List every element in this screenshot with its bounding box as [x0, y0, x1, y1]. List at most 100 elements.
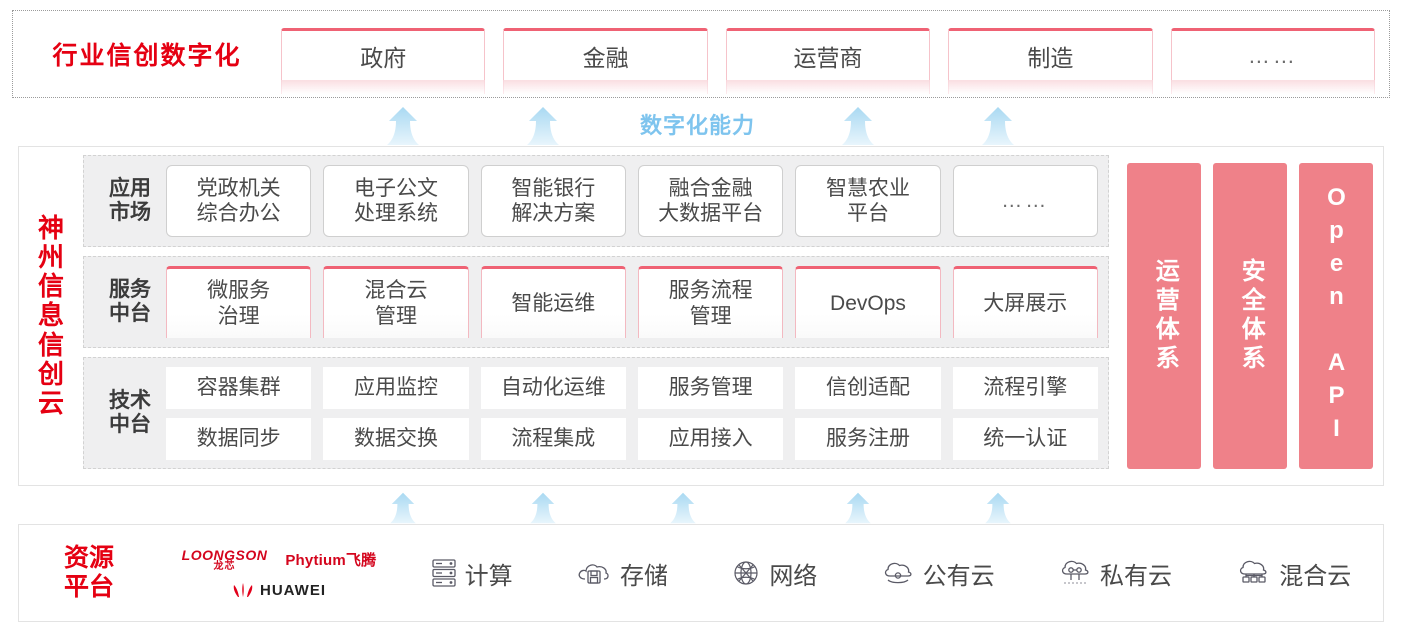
up-arrow-icon — [390, 492, 416, 524]
platform-pillars: 运营体系 安全体系 Open API — [1119, 155, 1373, 477]
resource-band: 资源 平台 LOONGSON 龙芯 Phytium飞腾 HUAWEI — [18, 524, 1384, 622]
industry-card-manufacturing[interactable]: 制造 — [948, 28, 1154, 94]
app-card-more[interactable]: …… — [952, 165, 1098, 237]
resource-item-public-cloud[interactable]: 公有云 — [881, 556, 995, 591]
tech-card-grid: 容器集群 应用监控 自动化运维 服务管理 信创适配 流程引擎 数据同步 数据交换… — [166, 366, 1098, 460]
up-arrow-icon — [530, 492, 556, 524]
vendor-logo-row: LOONGSON 龙芯 Phytium飞腾 — [182, 548, 377, 572]
tech-card-automated-ops[interactable]: 自动化运维 — [480, 366, 626, 409]
card-line1: 智慧农业 — [825, 176, 910, 200]
resource-arrow-strip — [0, 488, 1402, 524]
pillar-label: 安全体系 — [1237, 258, 1265, 374]
service-card-big-screen[interactable]: 大屏展示 — [952, 266, 1098, 338]
vendor-logo-row: HUAWEI — [232, 582, 326, 599]
service-card-process-mgmt[interactable]: 服务流程 管理 — [637, 266, 784, 338]
service-card-microservice-governance[interactable]: 微服务 治理 — [166, 266, 312, 338]
server-icon — [432, 559, 456, 587]
tech-card-process-engine[interactable]: 流程引擎 — [952, 366, 1098, 409]
loongson-logo-cn: 龙芯 — [213, 560, 236, 572]
industry-card-telecom[interactable]: 运营商 — [725, 28, 931, 94]
industry-band: 行业信创数字化 政府 金融 运营商 制造 …… — [12, 10, 1390, 98]
app-card-edoc-system[interactable]: 电子公文 处理系统 — [323, 165, 469, 237]
platform-title-char: 云 — [37, 387, 64, 418]
loongson-logo-en: LOONGSON — [181, 546, 268, 563]
layer-tech-platform: 技术 中台 容器集群 应用监控 自动化运维 服务管理 信创适配 流程引擎 — [83, 357, 1109, 469]
service-card-devops[interactable]: DevOps — [795, 266, 941, 338]
tech-card-service-registry[interactable]: 服务注册 — [795, 417, 941, 460]
platform-title: 神 州 信 息 信 创 云 — [19, 147, 83, 485]
card-line2: 综合办公 — [196, 202, 281, 225]
platform-title-char: 神 — [37, 213, 64, 244]
card-line2: 治理 — [217, 304, 260, 328]
resource-title-line2: 平台 — [63, 573, 114, 601]
tech-card-process-integration[interactable]: 流程集成 — [480, 417, 626, 460]
tech-card-data-exchange[interactable]: 数据交换 — [323, 417, 469, 460]
up-arrow-icon — [985, 492, 1011, 524]
app-card-smart-agriculture[interactable]: 智慧农业 平台 — [795, 165, 941, 237]
resource-item-storage[interactable]: 存储 — [576, 556, 668, 591]
tech-card-row: 容器集群 应用监控 自动化运维 服务管理 信创适配 流程引擎 — [166, 366, 1098, 409]
industry-card-government[interactable]: 政府 — [281, 28, 486, 94]
industry-card-label: …… — [1247, 42, 1298, 68]
tech-card-unified-auth[interactable]: 统一认证 — [952, 417, 1098, 460]
tech-card-container-cluster[interactable]: 容器集群 — [166, 366, 312, 409]
platform-body: 应用 市场 党政机关 综合办公 电子公文 处理系统 智能银行 解决方案 — [83, 147, 1383, 485]
card-line1: 电子公文 — [353, 176, 438, 200]
hybrid-cloud-icon — [1240, 560, 1267, 583]
card-line1: …… — [1001, 189, 1050, 213]
tech-card-service-mgmt[interactable]: 服务管理 — [637, 366, 784, 409]
tech-card-app-monitoring[interactable]: 应用监控 — [323, 366, 469, 409]
pillar-open-api[interactable]: Open API — [1299, 163, 1373, 469]
pillar-operation-system[interactable]: 运营体系 — [1127, 163, 1201, 469]
card-line1: 智能银行 — [511, 176, 596, 200]
resource-item-network[interactable]: 网络 — [731, 556, 817, 591]
tech-card-data-sync[interactable]: 数据同步 — [166, 417, 312, 460]
card-line1: 混合云 — [364, 279, 428, 303]
layer-service-platform: 服务 中台 微服务 治理 混合云 管理 智能运维 服务流程 — [83, 256, 1109, 348]
public-cloud-icon — [884, 562, 912, 584]
card-line2: 解决方案 — [511, 202, 596, 225]
card-line1: DevOps — [830, 291, 906, 315]
resource-item-label: 存储 — [619, 562, 668, 590]
resource-item-compute[interactable]: 计算 — [431, 556, 513, 591]
tech-card-row: 数据同步 数据交换 流程集成 应用接入 服务注册 统一认证 — [166, 417, 1098, 460]
resource-item-label: 网络 — [769, 562, 818, 590]
industry-band-title: 行业信创数字化 — [52, 42, 242, 70]
up-arrow-icon — [527, 107, 559, 145]
up-arrow-icon — [845, 492, 871, 524]
card-line2: 管理 — [374, 304, 417, 328]
card-line2: 大数据平台 — [658, 202, 764, 225]
network-globe-icon — [734, 561, 758, 585]
huawei-logo-text: HUAWEI — [260, 581, 326, 599]
phytium-logo: Phytium飞腾 — [285, 552, 377, 569]
card-line1: 智能运维 — [511, 291, 596, 315]
layer-label-line2: 中台 — [109, 302, 151, 325]
platform-title-char: 息 — [37, 300, 64, 331]
resource-item-hybrid-cloud[interactable]: 混合云 — [1235, 556, 1351, 591]
card-line1: 微服务 — [207, 279, 271, 303]
layer-label-line1: 服务 — [109, 277, 151, 301]
industry-card-list: 政府 金融 运营商 制造 …… — [281, 28, 1389, 94]
up-arrow-icon — [842, 107, 874, 145]
pillar-label: 运营体系 — [1151, 258, 1179, 374]
pillar-label: Open API — [1323, 184, 1350, 448]
layer-label-line1: 应用 — [109, 176, 151, 200]
platform-title-char: 信 — [37, 329, 64, 360]
industry-card-finance[interactable]: 金融 — [503, 28, 709, 94]
card-line1: 服务流程 — [668, 279, 753, 303]
app-card-smart-bank[interactable]: 智能银行 解决方案 — [480, 165, 626, 237]
industry-card-more[interactable]: …… — [1170, 28, 1376, 94]
up-arrow-icon — [982, 107, 1014, 145]
resource-item-label: 私有云 — [1099, 562, 1172, 590]
tech-card-xinchuang-adaptation[interactable]: 信创适配 — [795, 366, 941, 409]
tech-card-app-access[interactable]: 应用接入 — [637, 417, 784, 460]
app-card-gov-office[interactable]: 党政机关 综合办公 — [166, 165, 312, 237]
card-line1: 融合金融 — [668, 176, 753, 200]
service-card-hybrid-cloud-mgmt[interactable]: 混合云 管理 — [323, 266, 469, 338]
industry-card-label: 运营商 — [793, 44, 863, 71]
pillar-security-system[interactable]: 安全体系 — [1213, 163, 1287, 469]
app-card-finance-bigdata[interactable]: 融合金融 大数据平台 — [637, 165, 784, 237]
resource-item-private-cloud[interactable]: 私有云 — [1058, 556, 1172, 591]
service-card-intelligent-ops[interactable]: 智能运维 — [480, 266, 626, 338]
private-cloud-icon — [1061, 560, 1089, 584]
